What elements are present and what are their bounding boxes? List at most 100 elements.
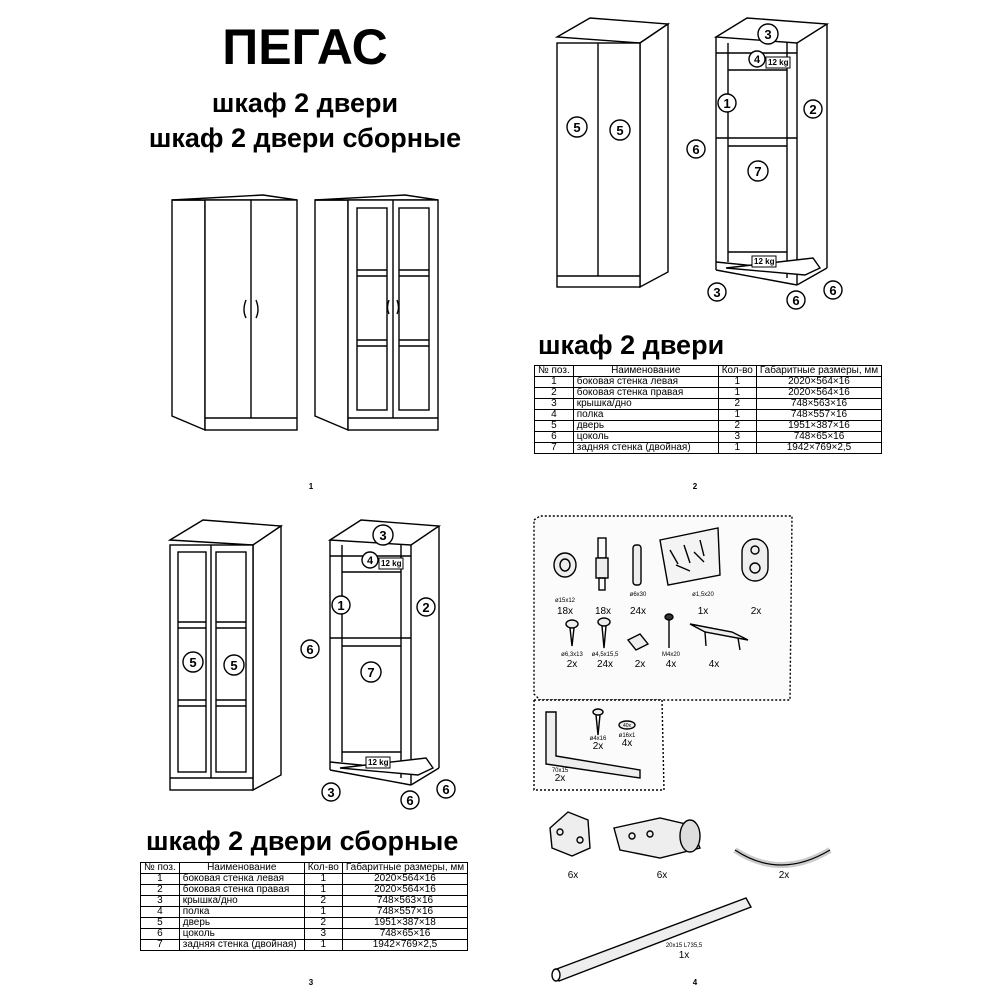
callout-5: 5: [616, 123, 623, 138]
hanging-rod-icon: [551, 897, 753, 982]
nails-bag-icon: [659, 527, 721, 586]
callout-6: 6: [442, 782, 449, 797]
hw-size-label: ø4,5x15,5: [592, 652, 619, 658]
cell-qty: 1: [303, 884, 343, 896]
screw-icon: [597, 617, 611, 649]
hw-qty-label: 24x: [630, 606, 646, 617]
hw-qty-label: 2x: [635, 659, 646, 670]
cell-qty: 1: [303, 906, 343, 918]
screw-icon: [565, 619, 579, 647]
hw-qty-label: 2x: [567, 659, 578, 670]
handle-icon: [689, 623, 749, 651]
callout-1: 1: [723, 96, 730, 111]
cell-position: 6: [140, 928, 180, 940]
cell-dimensions: 748×563×16: [755, 398, 883, 410]
callout-6: 6: [406, 793, 413, 808]
hw-size-label: ø6x30: [630, 592, 647, 598]
cell-position: 7: [140, 939, 180, 951]
table-2-heading: шкаф 2 двери сборные: [146, 826, 459, 856]
rod-holder-icon: [741, 538, 769, 582]
subtitle-wardrobe-glass: шкаф 2 двери сборные: [148, 123, 462, 153]
cell-name: боковая стенка левая: [572, 376, 719, 388]
page-number: 2: [693, 482, 698, 491]
callout-3: 3: [713, 285, 720, 300]
hw-size-label: 70x15: [552, 768, 569, 774]
cell-name: крышка/дно: [572, 398, 719, 410]
cell-qty: 2: [717, 398, 757, 410]
hw-qty-label: 2x: [751, 606, 762, 617]
hw-size-label: ø1,5x20: [692, 592, 714, 598]
hw-size-label: ø16x1: [619, 733, 636, 739]
parts-table-2: № поз. Наименование Кол-во Габаритные ра…: [140, 862, 469, 951]
page-number: 4: [693, 978, 698, 987]
cell-qty: 1: [303, 939, 343, 951]
cell-name: боковая стенка правая: [572, 387, 719, 399]
rod-qty-label: 1x: [679, 950, 690, 961]
cell-position: 3: [534, 398, 574, 410]
callout-4: 4: [367, 555, 374, 567]
weight-label: 12 kg: [381, 559, 402, 568]
col-position: № поз.: [140, 862, 180, 874]
cell-position: 1: [534, 376, 574, 388]
cell-position: 6: [534, 431, 574, 443]
cell-qty: 1: [717, 387, 757, 399]
callout-6: 6: [692, 142, 699, 157]
weight-label: 12 kg: [754, 257, 775, 266]
hw-qty-label: 2x: [555, 773, 566, 784]
cell-name: дверь: [572, 420, 719, 432]
cell-dimensions: 748×557×16: [341, 906, 469, 918]
cell-qty: 2: [303, 895, 343, 907]
col-qty: Кол-во: [303, 862, 343, 874]
callout-5: 5: [230, 658, 237, 673]
wardrobe-solid-doors-drawing: [171, 194, 298, 432]
cell-name: дверь: [178, 917, 305, 929]
bracket-cap-icon: [618, 720, 636, 730]
hw-qty-label: 18x: [595, 606, 611, 617]
cell-dimensions: 1942×769×2,5: [755, 442, 883, 454]
page-number: 3: [309, 978, 314, 987]
hinge-icon: [613, 817, 701, 859]
cell-qty: 1: [717, 376, 757, 388]
cell-qty: 3: [303, 928, 343, 940]
cell-position: 2: [140, 884, 180, 896]
wardrobe-glass-doors-drawing: [314, 194, 439, 432]
corner-bracket-icon: [545, 711, 641, 779]
cell-qty: 3: [717, 431, 757, 443]
hw-qty-label: 4x: [709, 659, 720, 670]
hinge-qty: 6x: [657, 870, 668, 881]
hw-qty-label: 2x: [593, 741, 604, 752]
cell-name: полка: [572, 409, 719, 421]
cell-name: крышка/дно: [178, 895, 305, 907]
cell-name: полка: [178, 906, 305, 918]
cell-dimensions: 748×557×16: [755, 409, 883, 421]
hw-qty-label: 1x: [698, 606, 709, 617]
page-number: 1: [309, 482, 314, 491]
cell-dimensions: 2020×564×16: [755, 376, 883, 388]
hw-qty-label: 4x: [666, 659, 677, 670]
col-name: Наименование: [572, 365, 719, 377]
cell-qty: 2: [717, 420, 757, 432]
cell-dimensions: 1951×387×18: [341, 917, 469, 929]
arc-handle-qty: 2x: [779, 870, 790, 881]
cell-qty: 1: [717, 409, 757, 421]
callout-6: 6: [306, 642, 313, 657]
cell-name: цоколь: [178, 928, 305, 940]
hinge-plate-icon: [549, 811, 591, 857]
hw-qty-label: 4x: [622, 738, 633, 749]
col-position: № поз.: [534, 365, 574, 377]
cell-name: боковая стенка левая: [178, 873, 305, 885]
callout-7: 7: [367, 665, 374, 680]
subtitle-wardrobe: шкаф 2 двери: [211, 88, 399, 118]
hw-size-label: ø4x16: [590, 736, 607, 742]
cell-dimensions: 1942×769×2,5: [341, 939, 469, 951]
